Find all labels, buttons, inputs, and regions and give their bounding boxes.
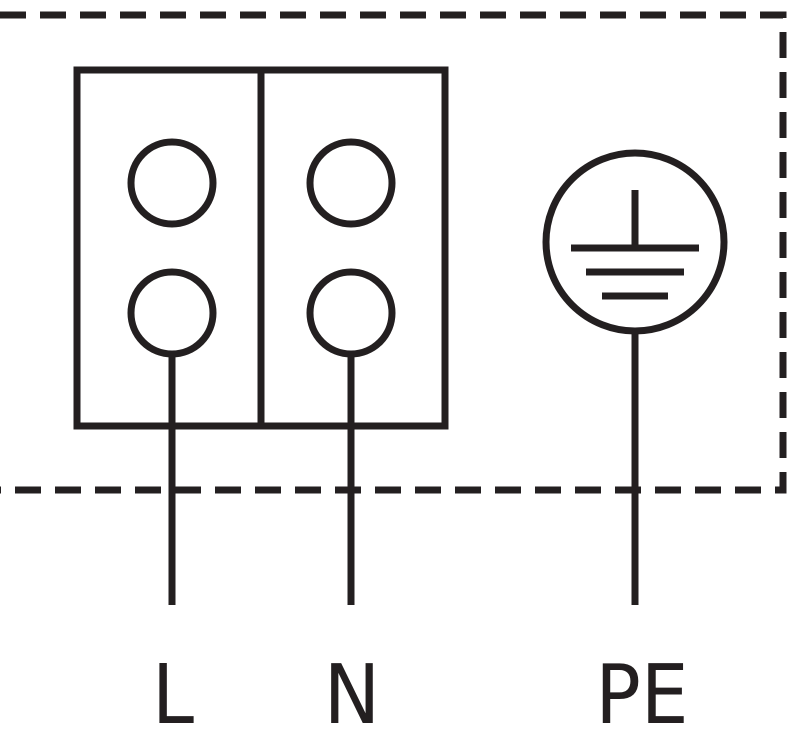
ground-icon <box>542 149 728 335</box>
terminal-n-upper-screw <box>306 138 396 228</box>
terminal-label-n: N <box>323 648 381 743</box>
terminal-l-lower-screw <box>127 268 217 358</box>
enclosure-boundary <box>0 11 787 494</box>
terminal-l-upper-screw <box>127 138 217 228</box>
terminal-n-lower-screw <box>306 268 396 358</box>
terminal-label-l: L <box>151 648 195 743</box>
terminal-label-pe: PE <box>595 648 689 743</box>
